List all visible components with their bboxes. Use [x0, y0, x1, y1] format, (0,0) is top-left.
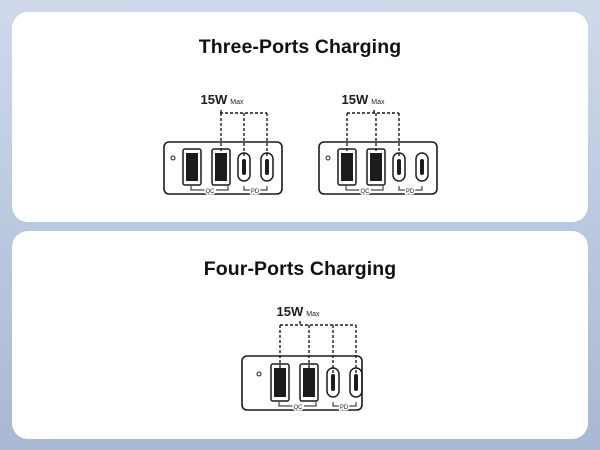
qc-label: QC [206, 189, 216, 195]
usb-c-port [349, 367, 363, 398]
charger-body [163, 141, 283, 195]
usb-c-port [326, 367, 340, 398]
usb-c-port [392, 152, 406, 182]
three-ports-title: Three-Ports Charging [198, 36, 402, 58]
usb-a-port [366, 148, 386, 186]
pd-label: PD [340, 405, 349, 411]
usb-a-port [211, 148, 231, 186]
usb-a-port [270, 363, 290, 402]
qc-label: QC [294, 405, 304, 411]
pd-label: PD [406, 189, 415, 195]
connection-lines [279, 321, 357, 373]
qc-label: QC [361, 189, 371, 195]
charger-body [318, 141, 438, 195]
usb-a-port [182, 148, 202, 186]
connection-lines [220, 110, 268, 158]
pd-label: PD [251, 189, 260, 195]
usb-a-port [337, 148, 357, 186]
connection-lines [346, 110, 400, 158]
four-ports-title: Four-Ports Charging [203, 258, 397, 280]
usb-c-port [415, 152, 429, 182]
indicator-light [325, 155, 331, 161]
indicator-light [256, 371, 262, 377]
usb-a-port [299, 363, 319, 402]
indicator-light [170, 155, 176, 161]
usb-c-port [260, 152, 274, 182]
usb-c-port [237, 152, 251, 182]
